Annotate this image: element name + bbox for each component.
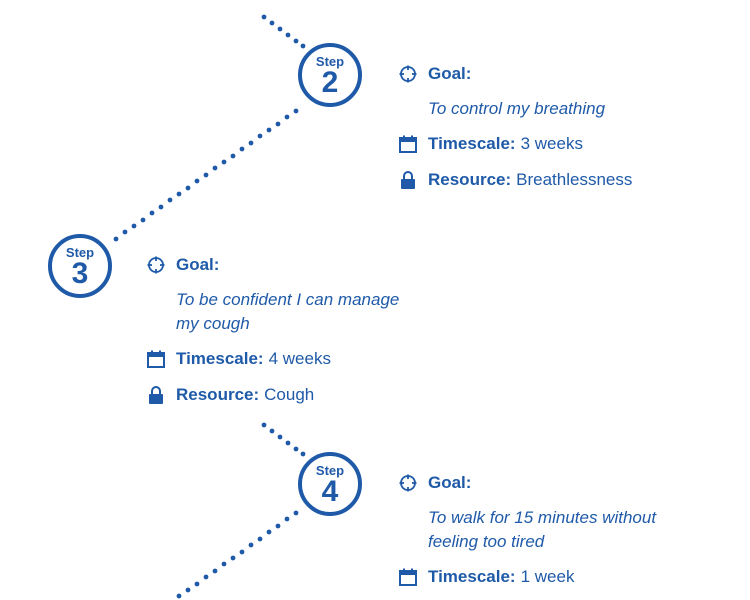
resource-row: Resource: Breathlessness: [398, 167, 632, 193]
timescale-row: Timescale: 3 weeks: [398, 131, 632, 157]
goal-text-line-1: To be confident I can manage: [176, 290, 400, 309]
timescale-value: 3 weeks: [520, 134, 583, 153]
target-icon: [146, 255, 166, 275]
resource-value: Cough: [264, 385, 315, 404]
connector-step4-next: [176, 510, 299, 599]
step-label: Step: [65, 244, 95, 260]
goal-text-line-1: To walk for 15 minutes without: [428, 508, 657, 527]
calendar-icon: [398, 567, 418, 587]
step-4-details: Goal: To walk for 15 minutes without fee…: [398, 470, 656, 590]
step-label: Step: [315, 462, 345, 478]
resource-label: Resource:: [428, 170, 512, 189]
timescale-label: Timescale:: [428, 134, 516, 153]
connector-step3-step4: [261, 422, 306, 457]
timescale-row: Timescale: 4 weeks: [146, 346, 399, 372]
timescale-value: 1 week: [520, 567, 575, 586]
step-3-circle: Step 3: [48, 234, 112, 298]
resource-label: Resource:: [176, 385, 260, 404]
goal-label: Goal:: [428, 473, 472, 492]
goal-row: Goal:: [146, 252, 399, 278]
goal-label: Goal:: [428, 64, 472, 83]
connector-step2-step3: [113, 108, 299, 242]
goal-text-line-2: my cough: [176, 314, 250, 333]
step-3-details: Goal: To be confident I can manage my co…: [146, 252, 399, 408]
step-label: Step: [315, 53, 345, 69]
step-2-details: Goal: To control my breathing Timescale:…: [398, 61, 632, 193]
target-icon: [398, 473, 418, 493]
calendar-icon: [398, 134, 418, 154]
timescale-value: 4 weeks: [268, 349, 331, 368]
goal-row: Goal:: [398, 61, 632, 87]
step-number: 2: [321, 65, 339, 99]
target-icon: [398, 64, 418, 84]
resource-value: Breathlessness: [516, 170, 633, 189]
step-number: 4: [321, 474, 339, 508]
resource-row: Resource: Cough: [146, 382, 399, 408]
padlock-icon: [146, 385, 166, 405]
step-2-circle: Step 2: [298, 43, 362, 107]
goal-text: To control my breathing: [428, 99, 606, 118]
timescale-label: Timescale:: [176, 349, 264, 368]
calendar-icon: [146, 349, 166, 369]
goal-row: Goal:: [398, 470, 656, 496]
step-4-circle: Step 4: [298, 452, 362, 516]
timescale-label: Timescale:: [428, 567, 516, 586]
connector-top: [261, 14, 306, 49]
goal-label: Goal:: [176, 255, 220, 274]
padlock-icon: [398, 170, 418, 190]
goal-text-line-2: feeling too tired: [428, 532, 545, 551]
step-number: 3: [71, 256, 89, 290]
timescale-row: Timescale: 1 week: [398, 564, 656, 590]
